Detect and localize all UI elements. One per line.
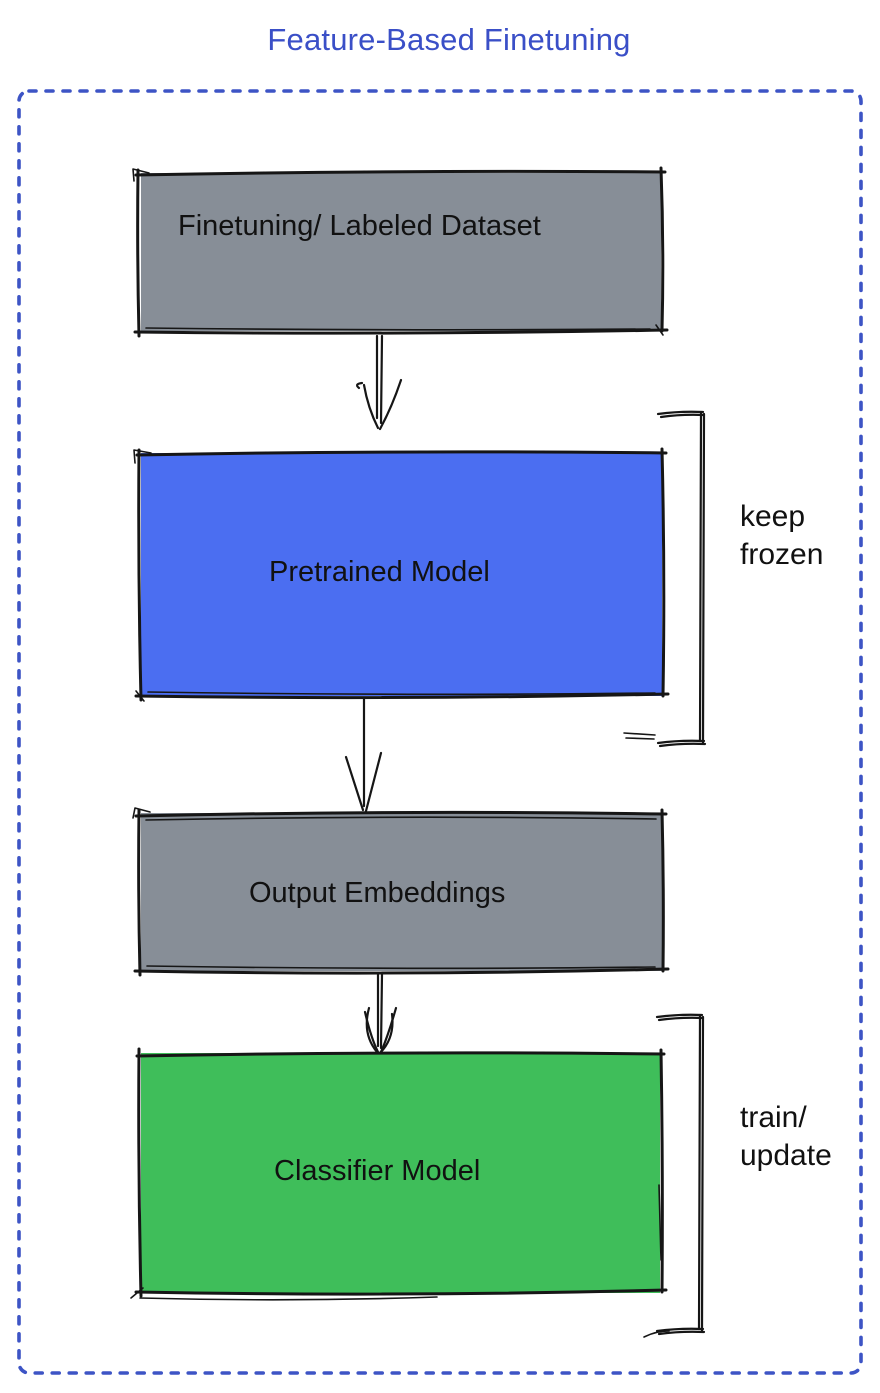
output-embeddings-box: Output Embeddings — [141, 813, 662, 971]
dataset-box: Finetuning/ Labeled Dataset — [141, 173, 661, 331]
arrow-pretrained-to-embeddings — [344, 697, 383, 813]
pretrained-model-box: Pretrained Model — [141, 453, 662, 696]
pretrained-model-box-label: Pretrained Model — [269, 556, 490, 588]
train-update-note: train/ update — [740, 1101, 832, 1172]
output-embeddings-box-label: Output Embeddings — [249, 877, 506, 909]
diagram-title: Feature-Based Finetuning — [267, 22, 631, 57]
classifier-model-box-label: Classifier Model — [274, 1155, 481, 1187]
classifier-model-box: Classifier Model — [141, 1053, 660, 1293]
arrow-embeddings-to-classifier — [363, 972, 398, 1055]
keep-frozen-note: keep frozen — [740, 500, 824, 571]
dataset-box-label: Finetuning/ Labeled Dataset — [178, 210, 541, 242]
arrow-dataset-to-pretrained — [356, 334, 403, 431]
